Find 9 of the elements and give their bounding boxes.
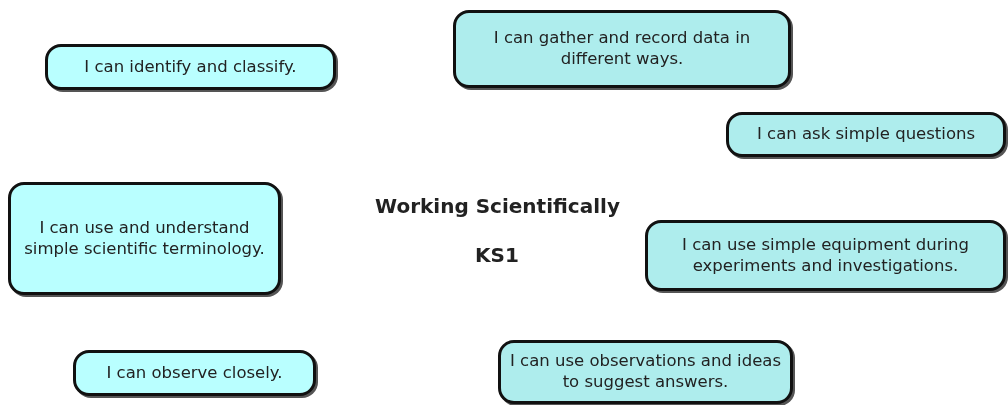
statement-box: I can use observations and ideas to suggest answers.: [498, 340, 793, 404]
statement-box: I can observe closely.: [73, 350, 316, 396]
statement-box: I can identify and classify.: [45, 44, 336, 90]
diagram-title: Working Scientifically: [374, 193, 621, 220]
statement-box: I can use simple equipment during experiments and investigations.: [645, 220, 1006, 291]
statement-box: I can gather and record data in different ways.: [453, 10, 791, 88]
statement-box: I can ask simple questions: [726, 112, 1006, 157]
subtitle-label: KS1: [474, 242, 520, 269]
statement-box: I can use and understand simple scientific terminology.: [8, 182, 281, 295]
